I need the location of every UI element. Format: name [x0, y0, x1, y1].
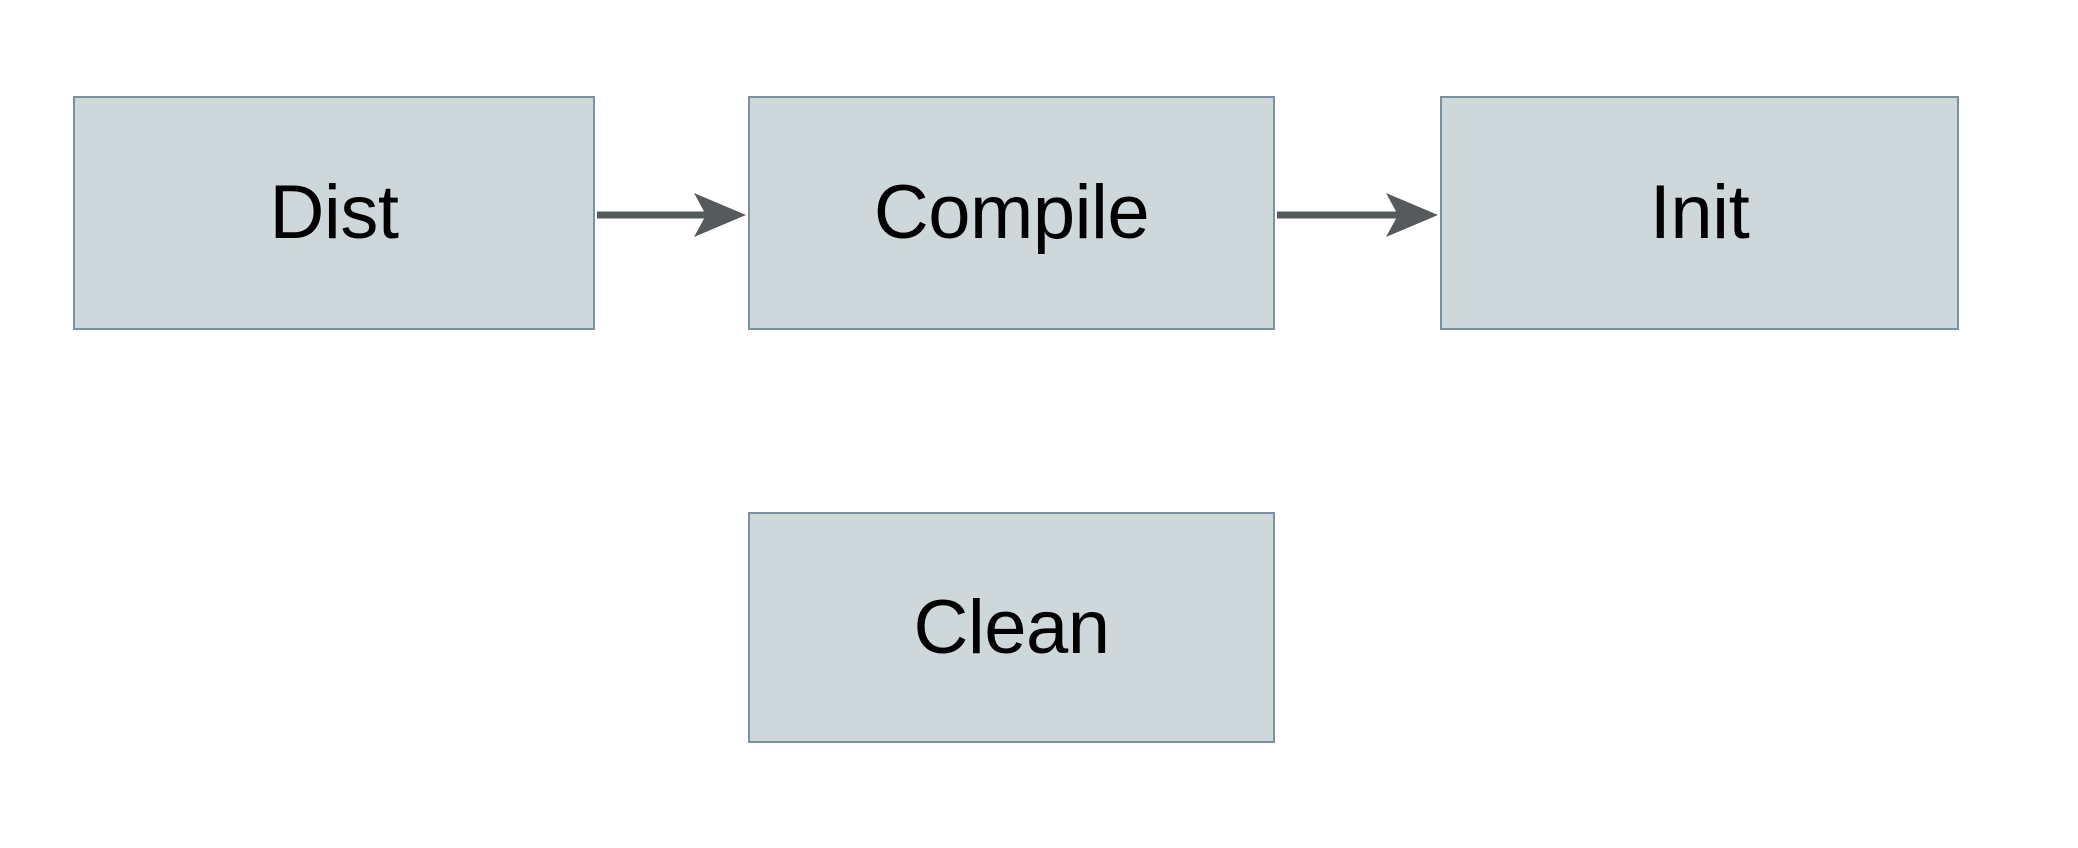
- node-init[interactable]: Init: [1440, 96, 1959, 330]
- node-clean[interactable]: Clean: [748, 512, 1275, 743]
- arrowhead-icon: [1386, 193, 1438, 237]
- node-label: Compile: [873, 170, 1150, 255]
- node-compile[interactable]: Compile: [748, 96, 1275, 330]
- node-dist[interactable]: Dist: [73, 96, 595, 330]
- node-label: Init: [1649, 170, 1750, 255]
- node-label: Dist: [269, 170, 399, 255]
- edge-compile-to-init[interactable]: [1277, 193, 1438, 237]
- node-label: Clean: [913, 584, 1110, 670]
- edge-dist-to-compile[interactable]: [597, 193, 746, 237]
- arrowhead-icon: [694, 193, 746, 237]
